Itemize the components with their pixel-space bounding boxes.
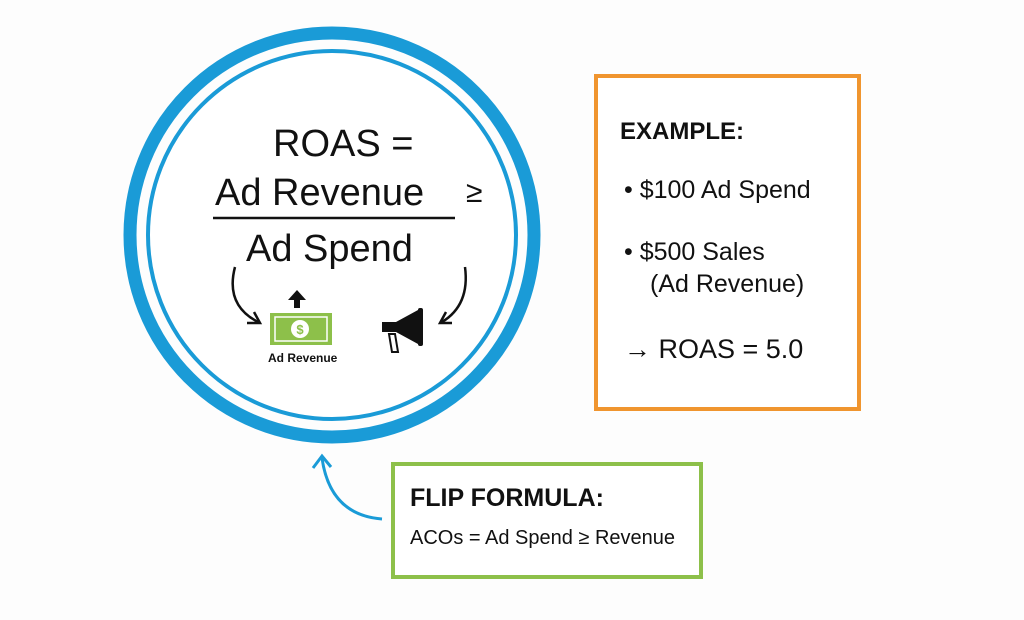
formula-numerator: Ad Revenue xyxy=(215,172,425,214)
formula-roas-label: ROAS = xyxy=(273,123,414,165)
formula-operator: ≥ xyxy=(466,176,483,209)
flip-title: FLIP FORMULA: xyxy=(410,484,604,512)
example-bullet-sales: • $500 Sales xyxy=(624,238,765,266)
example-result: → ROAS = 5.0 xyxy=(624,334,804,364)
example-bullet-spend: • $100 Ad Spend xyxy=(624,176,811,204)
example-bullet-sales-note: (Ad Revenue) xyxy=(650,270,805,298)
example-title: EXAMPLE: xyxy=(620,118,745,145)
curved-arrow-left-icon xyxy=(231,266,263,325)
money-label: Ad Revenue xyxy=(268,351,338,365)
inner-ring xyxy=(146,49,518,421)
flip-formula-box: FLIP FORMULA: ACOs = Ad Spend ≥ Revenue xyxy=(391,462,703,579)
svg-text:$: $ xyxy=(296,322,304,337)
outer-ring xyxy=(123,26,541,444)
curved-arrow-right-icon xyxy=(437,266,467,325)
up-arrow-icon xyxy=(288,290,306,308)
megaphone-icon xyxy=(382,308,423,353)
example-box: EXAMPLE: • $100 Ad Spend • $500 Sales (A… xyxy=(594,74,861,411)
flip-formula: ACOs = Ad Spend ≥ Revenue xyxy=(410,527,676,549)
flip-arrow-icon xyxy=(311,453,383,521)
money-icon: $ xyxy=(270,313,332,345)
formula-denominator: Ad Spend xyxy=(246,228,413,270)
